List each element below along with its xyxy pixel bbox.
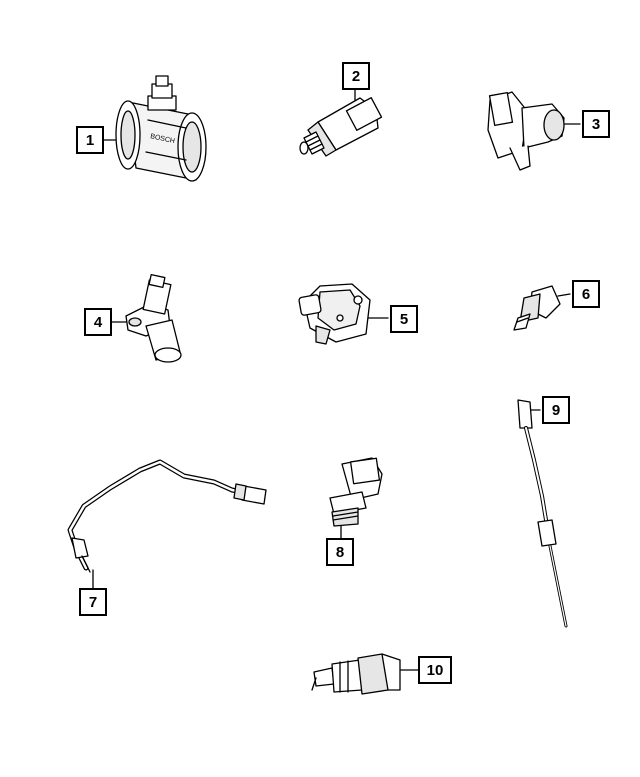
callout-3: 3 bbox=[582, 110, 610, 138]
callout-10: 10 bbox=[418, 656, 452, 684]
part-5-map-sensor bbox=[298, 283, 389, 345]
part-1-mass-air-flow-sensor: BOSCH bbox=[102, 75, 207, 182]
callout-5: 5 bbox=[390, 305, 418, 333]
part-4-crankshaft-sensor bbox=[111, 274, 182, 363]
callout-8: 8 bbox=[326, 538, 354, 566]
callout-2: 2 bbox=[342, 62, 370, 90]
callout-7: 7 bbox=[79, 588, 107, 616]
part-9-probe-sensor bbox=[517, 399, 568, 628]
part-10-coolant-sensor bbox=[311, 653, 419, 695]
part-6-temperature-sensor bbox=[513, 285, 571, 331]
part-7-exhaust-temperature-sensor bbox=[67, 459, 267, 591]
callout-4: 4 bbox=[84, 308, 112, 336]
callout-6: 6 bbox=[572, 280, 600, 308]
part-3-camshaft-sensor bbox=[487, 91, 581, 171]
part-8-pressure-sensor bbox=[329, 457, 383, 541]
callout-1: 1 bbox=[76, 126, 104, 154]
part-2-oil-pressure-sensor bbox=[299, 87, 383, 157]
callout-9: 9 bbox=[542, 396, 570, 424]
